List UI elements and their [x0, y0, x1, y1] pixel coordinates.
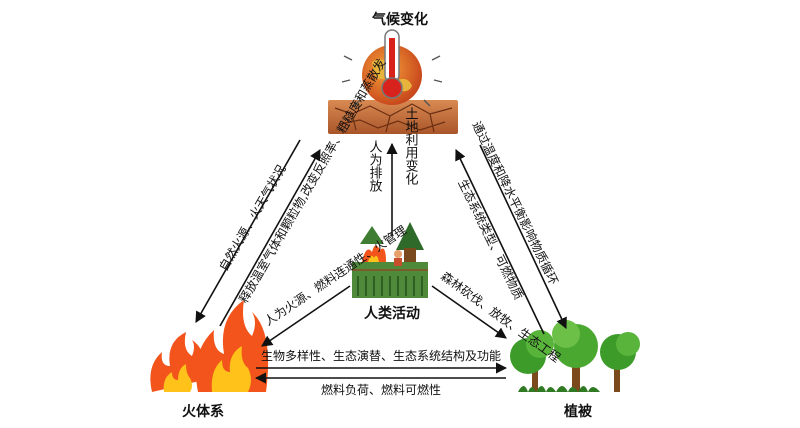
label-human-emission: 人为排放 [367, 140, 383, 193]
label-climate-to-fire: 自然火源、火天气状况 [216, 162, 289, 273]
fire-icon [362, 245, 386, 262]
label-land-use-change: 土地利用变化 [403, 107, 419, 186]
tree-icon [396, 222, 424, 250]
label-vegetation-to-fire: 燃料负荷、燃料可燃性 [321, 382, 441, 397]
arrow-climate-to-fire [195, 139, 301, 323]
climate-title: 气候变化 [371, 11, 428, 28]
fire-regime-title: 火体系 [182, 403, 224, 420]
flame-icon [150, 332, 205, 392]
label-climate-to-vegetation-a: 通过温度和降水平衡影响物质循环 [469, 119, 561, 287]
vegetation-title: 植被 [563, 403, 593, 420]
arrow-fire-to-climate [219, 149, 321, 327]
arrow-human-to-vegetation [431, 285, 507, 339]
cracked-soil-icon [328, 100, 458, 134]
flames-illustration [150, 300, 269, 392]
tree-icon [360, 226, 384, 244]
arrow-climate-to-vegetation [479, 144, 567, 330]
human-activity-title: 人类活动 [364, 305, 420, 322]
label-fire-to-vegetation: 生物多样性、生态演替、生态系统结构及功能 [261, 348, 501, 363]
arrow-human-to-fire [261, 285, 351, 347]
arrow-vegetation-to-climate [455, 148, 545, 335]
human-activity-illustration [352, 222, 428, 298]
flame-icon [196, 300, 269, 392]
climate-illustration [328, 29, 458, 134]
